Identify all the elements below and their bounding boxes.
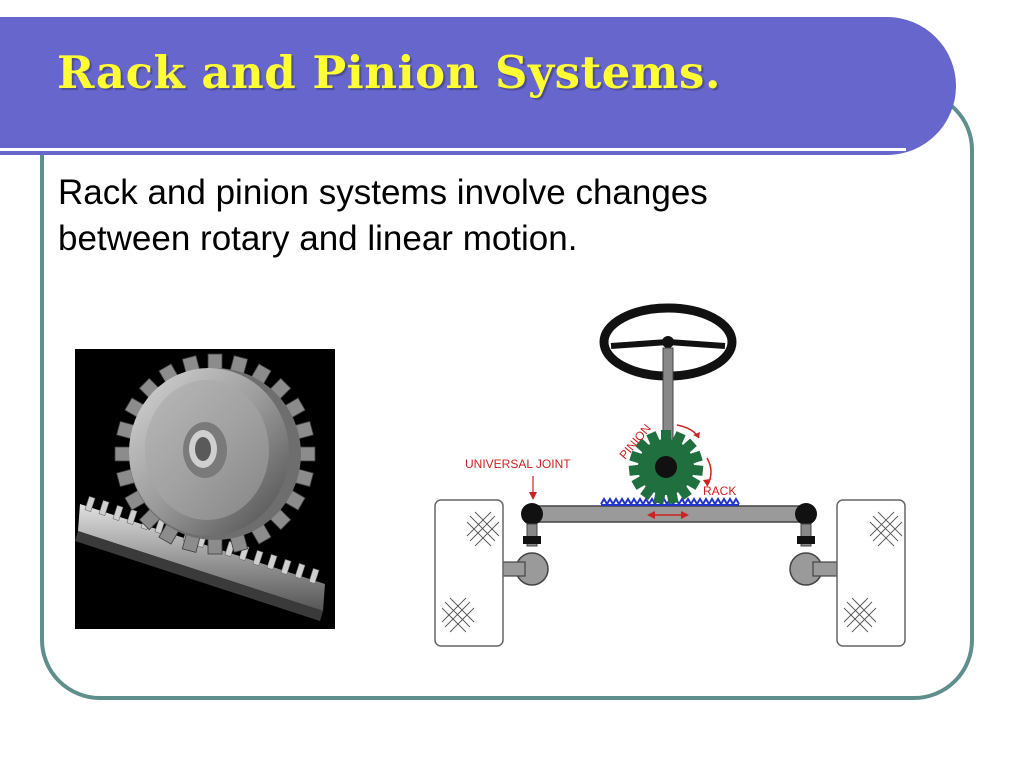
left-wheel <box>434 499 504 647</box>
spur-gear <box>114 353 316 555</box>
label-universal-joint: UNIVERSAL JOINT <box>465 457 571 471</box>
title-underline <box>0 148 906 151</box>
left-linkage <box>500 503 549 586</box>
pinion-gear <box>628 430 704 505</box>
steering-schematic: UNIVERSAL JOINT PINION RACK <box>434 303 906 647</box>
gear-rack-illustration <box>75 353 325 621</box>
slide-body-text: Rack and pinion systems involve changes … <box>58 173 708 258</box>
steering-diagram: UNIVERSAL JOINT PINION RACK <box>415 290 915 670</box>
rack-bar <box>75 496 325 621</box>
rack-motion-arrow <box>647 511 689 519</box>
slide-title: Rack and Pinion Systems. <box>57 46 721 99</box>
label-rack: RACK <box>703 484 736 498</box>
right-linkage <box>789 503 838 586</box>
right-wheel <box>836 499 906 647</box>
rack-bar <box>532 505 808 523</box>
gear-rack-photo <box>75 349 335 629</box>
title-bar <box>0 17 956 155</box>
